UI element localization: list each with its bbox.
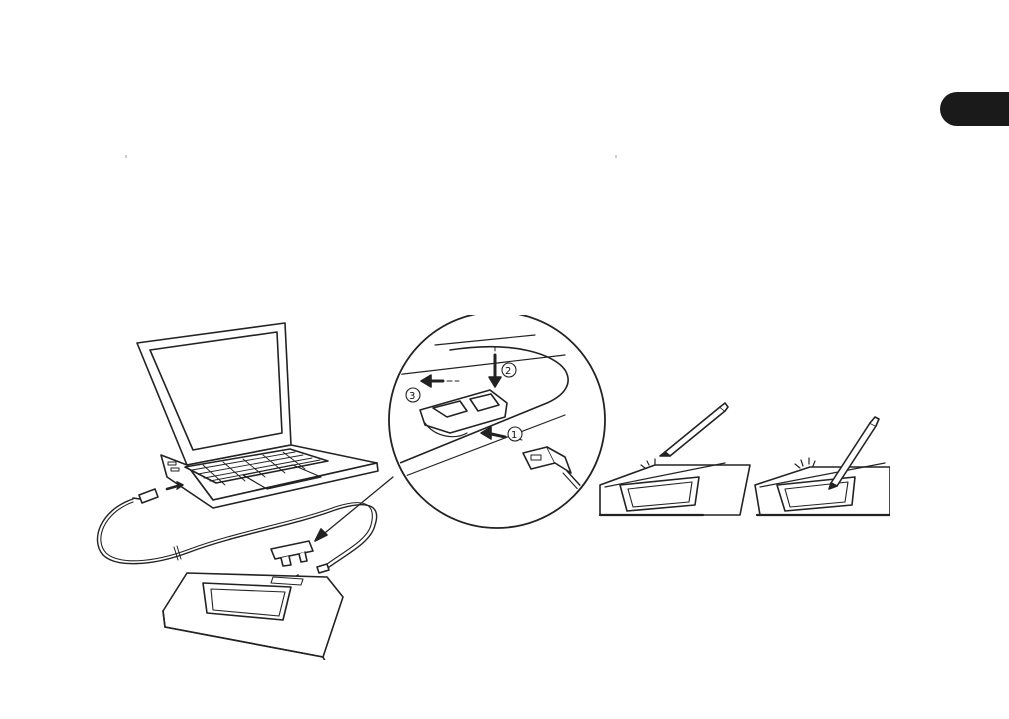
step-3-label: 3 [409, 391, 415, 402]
step-2-label: 2 [505, 366, 511, 377]
laptop-icon [137, 323, 378, 508]
cable-adapter-icon [271, 541, 329, 573]
tablet-light-icon [600, 455, 750, 515]
arrow-icon [292, 477, 393, 583]
tablet-icon [163, 573, 343, 660]
margin-mark-left [125, 155, 127, 158]
usb-cable-icon [97, 499, 376, 570]
step-1-label: 1 [511, 430, 517, 441]
tablet-light-icon [755, 458, 890, 515]
usb-plug-icon [133, 482, 183, 503]
magnified-detail: 2 3 1 [389, 315, 605, 528]
connection-illustration: 2 3 1 [95, 315, 890, 660]
pen-icon [660, 403, 728, 456]
margin-mark-right [615, 155, 617, 158]
language-tab [940, 92, 1009, 126]
